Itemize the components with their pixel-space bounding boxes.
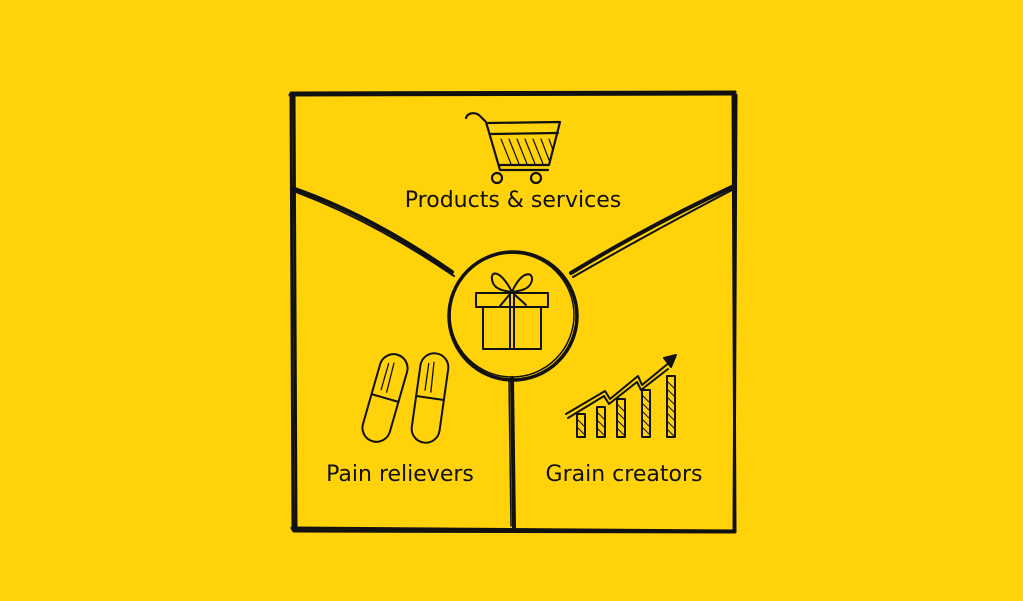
outer-frame [288, 90, 738, 534]
pain-relievers-label: Pain relievers [326, 462, 474, 487]
divider-lines [290, 184, 736, 530]
gift-icon [475, 272, 549, 350]
gain-creators-label: Grain creators [545, 462, 703, 487]
shopping-cart-icon [464, 112, 562, 185]
growth-chart-icon [565, 354, 677, 438]
products-services-label: Products & services [404, 188, 622, 213]
pills-icon [361, 352, 450, 444]
center-circle [447, 250, 579, 382]
